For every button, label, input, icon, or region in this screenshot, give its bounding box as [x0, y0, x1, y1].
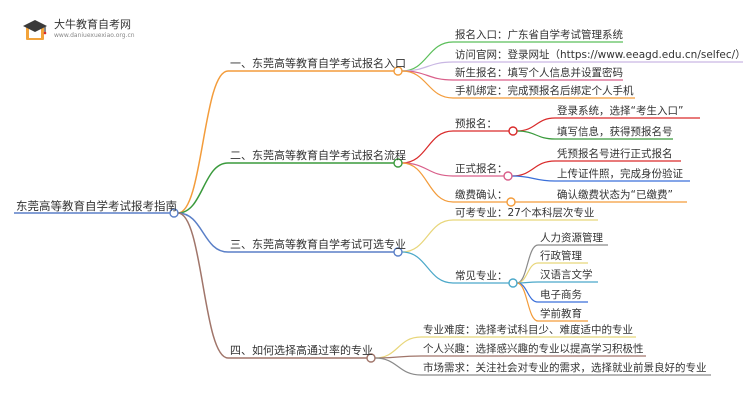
child-node: 新生报名：填写个人信息并设置密码 [455, 67, 623, 79]
branch-connector [177, 70, 229, 214]
branch-node: 三、东莞高等教育自学考试可选专业 [230, 238, 406, 251]
child-node: 个人兴趣：选择感兴趣的专业以提高学习积极性 [423, 343, 644, 355]
grandchild-connector [516, 130, 556, 140]
collapse-toggle-icon[interactable] [393, 158, 403, 168]
grandchild-node: 填写信息，获得预报名号 [557, 126, 673, 138]
grandchild-node: 行政管理 [540, 250, 582, 262]
child-node: 手机绑定：完成预报名后绑定个人手机 [455, 85, 634, 97]
collapse-toggle-icon[interactable] [506, 197, 516, 207]
logo-url: www.daniuexuexiao.org.cn [54, 32, 135, 39]
grandchild-node: 学前教育 [540, 308, 582, 320]
child-connector [401, 70, 454, 99]
child-node: 报名入口：广东省自学考试管理系统 [455, 29, 623, 41]
grandchild-connector [516, 117, 556, 132]
logo-title: 大牛教育自考网 [54, 18, 131, 31]
grandchild-node: 确认缴费状态为“已缴费” [557, 189, 673, 201]
child-connector [401, 130, 454, 164]
site-logo[interactable]: 大牛教育自考网 www.daniuexuexiao.org.cn [20, 14, 140, 48]
collapse-toggle-icon[interactable] [169, 208, 179, 218]
grandchild-node: 凭预报名号进行正式报名 [557, 148, 673, 160]
child-connector [374, 336, 422, 359]
grandchild-connector [516, 244, 539, 284]
grandchild-connector [511, 175, 556, 182]
child-node: 市场需求：关注社会对专业的需求，选择就业前景良好的专业 [423, 362, 707, 374]
collapse-toggle-icon[interactable] [366, 353, 376, 363]
graduation-cap-book-icon [23, 20, 47, 40]
collapse-toggle-icon[interactable] [393, 66, 403, 76]
grandchild-node: 上传证件照，完成身份验证 [557, 168, 683, 180]
collapse-toggle-icon[interactable] [508, 278, 518, 288]
branch-node: 一、东莞高等教育自学考试报名入口 [230, 57, 406, 70]
child-node: 预报名： [455, 118, 497, 130]
branch-connector [177, 212, 229, 359]
grandchild-connector [516, 282, 539, 303]
grandchild-connector [516, 282, 539, 322]
branch-connector [177, 162, 229, 214]
child-node: 常见专业： [455, 270, 508, 282]
child-connector [401, 219, 454, 253]
collapse-toggle-icon[interactable] [503, 171, 513, 181]
grandchild-node: 汉语言文学 [540, 269, 593, 281]
child-node: 访问官网：登录网址（https://www.eeagd.edu.cn/selfe… [455, 49, 746, 61]
root-node: 东莞高等教育自学考试报考指南 [16, 199, 177, 213]
child-node: 专业难度：选择考试科目少、难度适中的专业 [423, 324, 633, 336]
grandchild-connector [511, 160, 556, 177]
child-node: 可考专业：27个本科层次专业 [455, 207, 595, 219]
branch-node: 二、东莞高等教育自学考试报名流程 [230, 149, 406, 162]
child-connector [401, 251, 454, 284]
collapse-toggle-icon[interactable] [393, 247, 403, 257]
child-connector [401, 162, 454, 203]
grandchild-node: 登录系统，选择“考生入口” [557, 105, 684, 117]
child-connector [374, 357, 422, 376]
branch-node: 四、如何选择高通过率的专业 [230, 344, 373, 357]
child-node: 缴费确认： [455, 189, 508, 201]
grandchild-node: 电子商务 [540, 289, 582, 301]
collapse-toggle-icon[interactable] [508, 126, 518, 136]
grandchild-node: 人力资源管理 [540, 232, 603, 244]
child-node: 正式报名： [455, 163, 508, 175]
branch-connector [177, 212, 229, 253]
